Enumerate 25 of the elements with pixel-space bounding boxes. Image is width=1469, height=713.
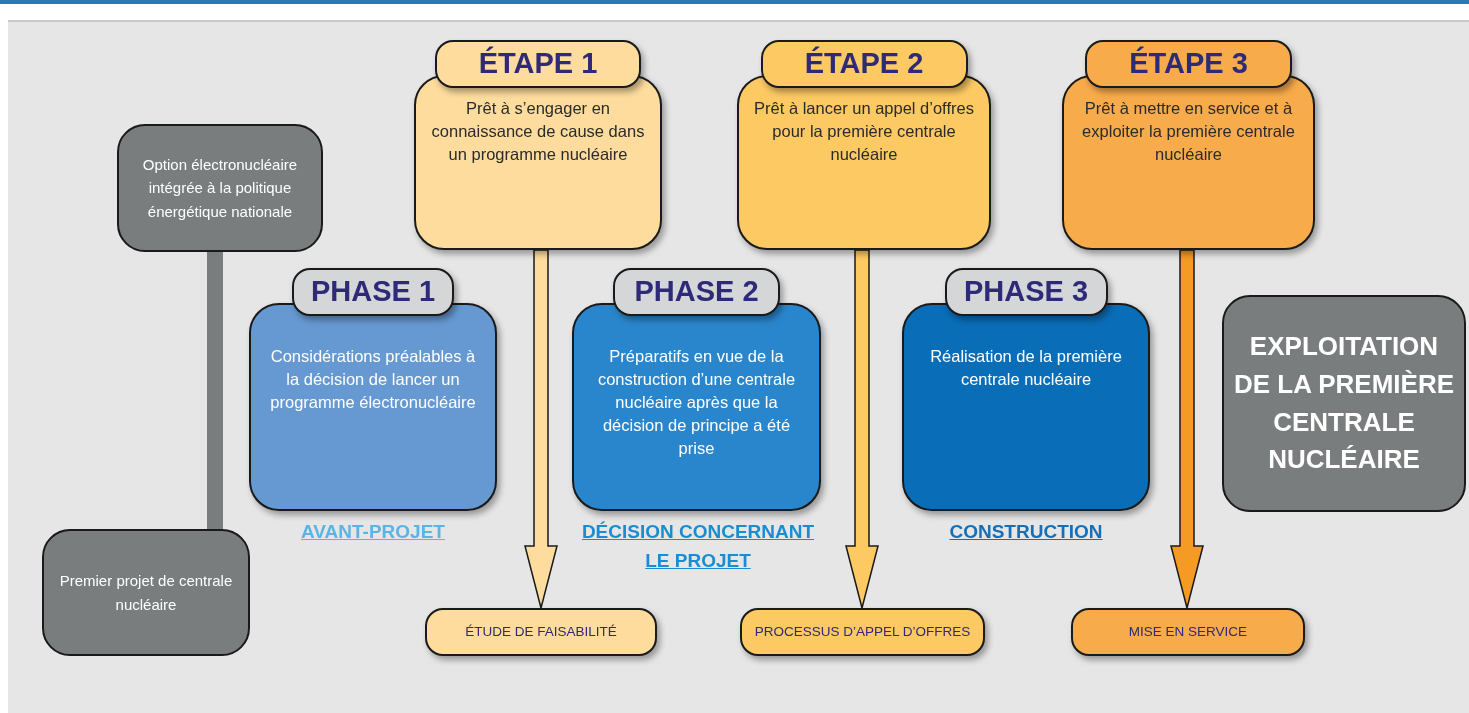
description-text: Prêt à lancer un appel d’offres pour la première centrale nucléaire (753, 98, 975, 166)
stage-pill: PROCESSUS D’APPEL D’OFFRES (740, 608, 985, 656)
operation-box: EXPLOITATION DE LA PREMIÈRE CENTRALE NUCLÉAIRE (1222, 295, 1466, 512)
description-text: Prêt à s’engager en connaissance de cause dans un programme nucléaire (430, 98, 646, 166)
description-text: Préparatifs en vue de la construction d’une centrale nucléaire après que la décision de principe a été prise (596, 346, 797, 460)
connector-bar (207, 252, 223, 529)
phase-tab: PHASE 3 (944, 268, 1108, 316)
milestone-box: Option électronucléaire intégrée à la politique énergétique nationale (117, 124, 323, 252)
arrow (845, 249, 879, 609)
arrow (1170, 249, 1204, 609)
stage-pill: ÉTUDE DE FAISABILITÉ (425, 608, 657, 656)
step-tab: ÉTAPE 1 (435, 40, 641, 88)
phase-label: AVANT-PROJET (301, 520, 445, 544)
stage-pill: MISE EN SERVICE (1071, 608, 1305, 656)
milestone-box: Premier projet de centrale nucléaire (42, 529, 250, 656)
description-text: Réalisation de la première centrale nucléaire (929, 346, 1123, 391)
phase-tab: PHASE 2 (613, 268, 780, 316)
description-text: Prêt à mettre en service et à exploiter la première centrale nucléaire (1081, 98, 1296, 166)
description-text: Considérations préalables à la décision de lancer un programme électronucléaire (269, 346, 477, 414)
phase-label: DÉCISION CONCERNANT LE PROJET (580, 520, 816, 573)
arrow (524, 249, 558, 609)
step-tab: ÉTAPE 2 (760, 40, 968, 88)
phase-tab: PHASE 1 (292, 268, 454, 316)
step-tab: ÉTAPE 3 (1085, 40, 1292, 88)
phase-label: CONSTRUCTION (949, 520, 1103, 544)
